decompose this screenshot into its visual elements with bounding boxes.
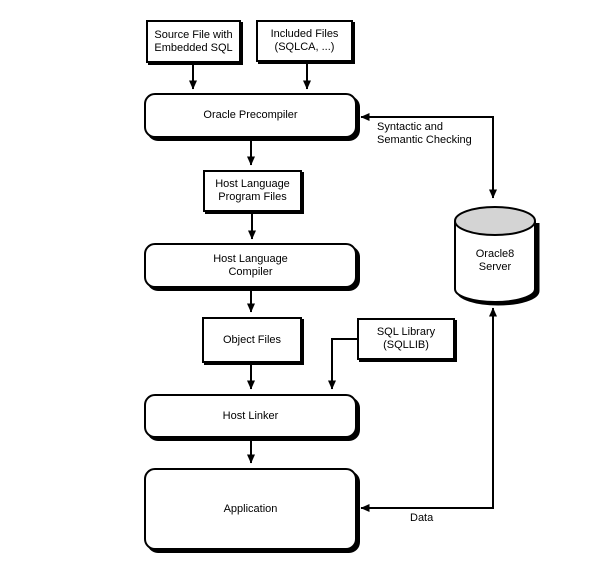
oracle8-server-cylinder <box>454 206 540 306</box>
cylinder-top <box>454 206 536 236</box>
edge-application-server-data <box>360 307 497 512</box>
node-application: Application <box>144 468 357 550</box>
node-application-label: Application <box>223 502 278 515</box>
node-included-files: Included Files (SQLCA, ...) <box>256 20 353 62</box>
cylinder-body <box>454 221 536 303</box>
edge-precompiler-server-checking <box>360 113 497 199</box>
node-source-file: Source File with Embedded SQL <box>146 20 241 63</box>
edge-label-syntactic-semantic-checking: Syntactic and Semantic Checking <box>377 121 472 146</box>
node-oracle-precompiler-label: Oracle Precompiler <box>203 109 298 121</box>
node-host-linker: Host Linker <box>144 394 357 438</box>
node-object-files-label: Object Files <box>222 333 282 346</box>
node-host-linker-label: Host Linker <box>222 409 279 422</box>
node-included-files-label: Included Files (SQLCA, ...) <box>270 28 339 53</box>
node-source-file-label: Source File with Embedded SQL <box>154 28 233 54</box>
edge-sql-library-to-linker <box>328 338 357 390</box>
node-sql-library-label: SQL Library (SQLLIB) <box>376 326 436 351</box>
node-host-language-program-files: Host Language Program Files <box>203 170 302 212</box>
node-host-language-compiler-label: Host Language Compiler <box>213 252 288 278</box>
node-sql-library: SQL Library (SQLLIB) <box>357 318 455 360</box>
node-oracle-precompiler: Oracle Precompiler <box>144 93 357 138</box>
node-host-language-program-files-label: Host Language Program Files <box>215 178 290 203</box>
edge-label-data: Data <box>410 512 434 524</box>
node-oracle8-server-label: Oracle8 Server <box>475 248 515 273</box>
node-host-language-compiler: Host Language Compiler <box>144 243 357 288</box>
node-object-files: Object Files <box>202 317 302 363</box>
